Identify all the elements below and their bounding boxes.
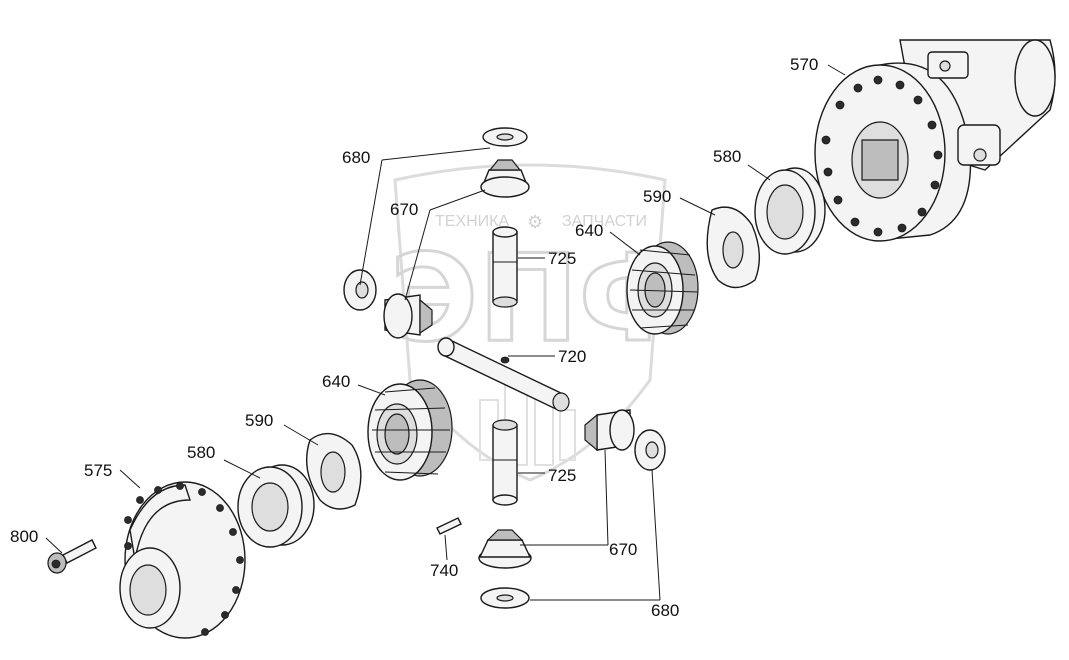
pinion-gear-670-bottom — [478, 529, 532, 569]
callout-640-right: 640 — [575, 221, 603, 240]
callout-720: 720 — [558, 347, 586, 366]
bolt-800 — [47, 539, 97, 574]
bearing-left — [237, 464, 315, 548]
callout-590-left: 590 — [245, 411, 273, 430]
callout-580-right: 580 — [713, 147, 741, 166]
callout-680-top: 680 — [342, 148, 370, 167]
pinion-shaft-725-bottom — [492, 419, 518, 506]
callout-575: 575 — [84, 461, 112, 480]
callout-570: 570 — [790, 55, 818, 74]
cross-shaft-720 — [437, 337, 570, 412]
pinion-shaft-725-top — [492, 226, 518, 308]
leader-lines — [45, 64, 846, 601]
callout-740: 740 — [430, 561, 458, 580]
side-gear-right — [626, 241, 699, 335]
thrust-washer-left — [305, 432, 362, 510]
callout-580-left: 580 — [187, 443, 215, 462]
thrust-washer-mid-left — [343, 269, 377, 311]
pin-740 — [436, 517, 462, 535]
callout-680-bottom: 680 — [651, 601, 679, 620]
callout-labels: 570 680 580 670 590 640 725 720 640 590 … — [10, 55, 818, 620]
pinion-gear-mid-right — [584, 409, 635, 452]
gear-icon: ⚙ — [527, 212, 543, 233]
thrust-washer-680-top — [482, 127, 528, 147]
bearing-right — [754, 167, 826, 255]
thrust-washer-680-bottom — [480, 587, 530, 609]
callout-800: 800 — [10, 527, 38, 546]
watermark-text-left: ТЕХНИКА — [435, 213, 509, 230]
callout-590-right: 590 — [643, 187, 671, 206]
pinion-gear-670-top — [480, 159, 530, 198]
thrust-washer-mid-right — [634, 429, 666, 471]
callout-725-bottom: 725 — [548, 466, 576, 485]
callout-670-bottom: 670 — [609, 540, 637, 559]
side-gear-left — [367, 379, 453, 481]
callout-640-left: 640 — [322, 372, 350, 391]
callout-670-top: 670 — [390, 200, 418, 219]
differential-case — [814, 39, 1056, 242]
pinion-gear-mid-left — [383, 293, 433, 339]
watermark-text-right: ЗАПЧАСТИ — [562, 213, 647, 230]
thrust-washer-right — [706, 206, 760, 289]
flange-case-575 — [119, 481, 246, 639]
callout-725-top: 725 — [548, 249, 576, 268]
